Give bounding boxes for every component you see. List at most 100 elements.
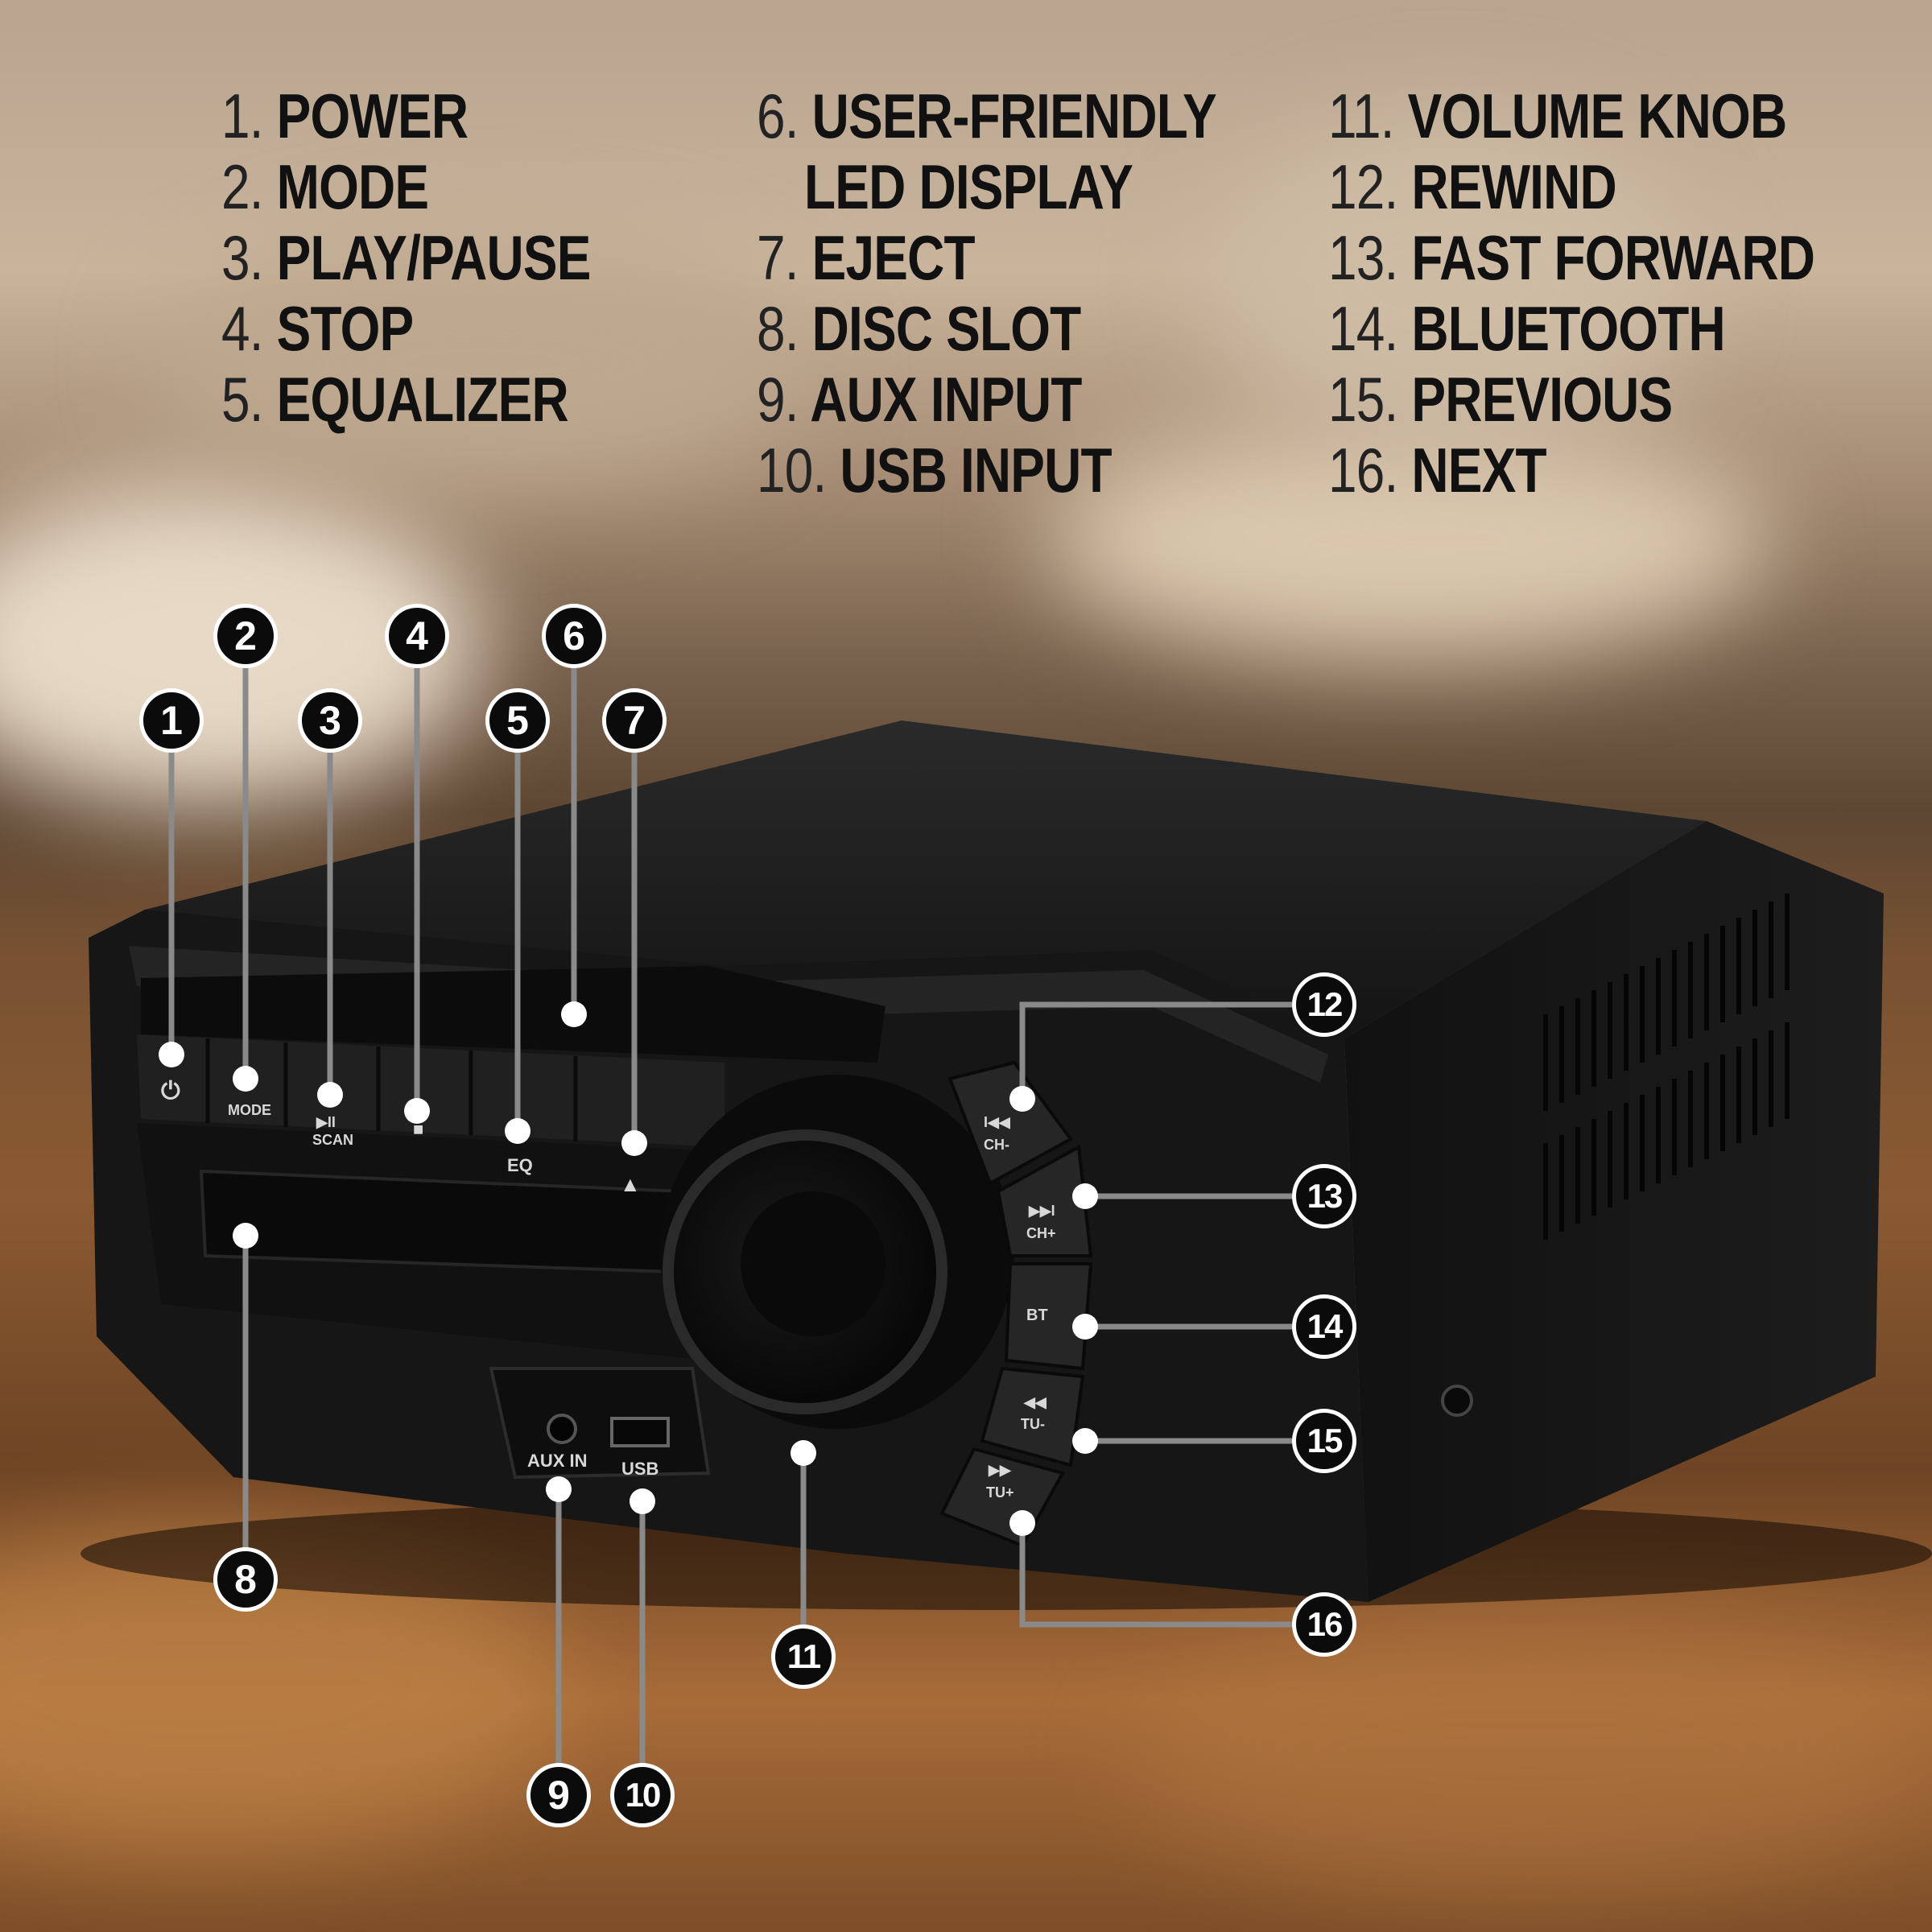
callout-dot-9 xyxy=(546,1476,572,1502)
ch-minus-symbol: I◀◀ xyxy=(984,1114,1011,1130)
callout-dot-16 xyxy=(1009,1510,1035,1536)
legend-label: MODE xyxy=(276,151,429,222)
eq-label: EQ xyxy=(507,1155,533,1175)
legend-number: 2. xyxy=(221,151,264,222)
legend-number: 3. xyxy=(221,222,264,293)
background-blur xyxy=(1046,419,1771,660)
legend-item: LED DISPLAY xyxy=(757,151,1133,222)
mode-label: MODE xyxy=(228,1102,271,1118)
legend-item: 12. REWIND xyxy=(1328,151,1617,222)
legend-number: 4. xyxy=(221,293,264,364)
legend-item: 9. AUX INPUT xyxy=(757,364,1082,435)
callout-16: 16 xyxy=(1292,1592,1356,1657)
legend-number: 5. xyxy=(221,364,264,435)
legend-label: STOP xyxy=(276,293,415,364)
callout-2: 2 xyxy=(213,604,278,668)
ch-plus-label: CH+ xyxy=(1026,1225,1056,1241)
tu-plus-symbol: ▶▶ xyxy=(988,1462,1012,1478)
legend-number: 16. xyxy=(1328,435,1398,506)
legend-number: 7. xyxy=(757,222,799,293)
callout-11: 11 xyxy=(771,1624,836,1689)
legend-number: 15. xyxy=(1328,364,1398,435)
legend-item: 16. NEXT xyxy=(1328,435,1547,506)
vents xyxy=(1543,894,1790,1240)
callout-dot-11 xyxy=(791,1440,816,1466)
table-highlight xyxy=(1127,1610,1932,1892)
aux-in-label: AUX IN xyxy=(527,1451,588,1471)
callout-1: 1 xyxy=(139,688,204,753)
legend-number: 13. xyxy=(1328,222,1398,293)
ch-plus-button xyxy=(996,1144,1093,1257)
callout-dot-3 xyxy=(317,1082,343,1108)
legend-item: 14. BLUETOOTH xyxy=(1328,293,1726,364)
legend-number: 6. xyxy=(757,80,799,151)
legend-label: REWIND xyxy=(1411,151,1616,222)
legend-item: 7. EJECT xyxy=(757,222,976,293)
legend-item: 4. STOP xyxy=(221,293,415,364)
ch-plus-symbol: ▶▶I xyxy=(1028,1203,1055,1219)
callout-14: 14 xyxy=(1292,1294,1356,1359)
callout-12: 12 xyxy=(1292,972,1356,1037)
background-blur xyxy=(161,242,805,483)
tu-minus-symbol: ◀◀ xyxy=(1023,1394,1047,1410)
legend-item: 1. POWER xyxy=(221,80,469,151)
background-blur xyxy=(1208,121,1690,443)
legend-item: 6. USER-FRIENDLY xyxy=(757,80,1217,151)
legend-label: PREVIOUS xyxy=(1411,364,1673,435)
legend-number: 8. xyxy=(757,293,799,364)
legend-label: USER-FRIENDLY xyxy=(811,80,1217,151)
callout-dot-15 xyxy=(1072,1428,1098,1454)
legend-label: FAST FORWARD xyxy=(1411,222,1815,293)
aux-usb-panel xyxy=(489,1367,711,1480)
usb-label: USB xyxy=(621,1459,658,1479)
legend-number: 1. xyxy=(221,80,264,151)
callout-dot-7 xyxy=(621,1130,647,1156)
callout-10: 10 xyxy=(610,1763,675,1827)
callout-4: 4 xyxy=(385,604,449,668)
leader-lines xyxy=(168,664,1292,1763)
stop-symbol: ■ xyxy=(413,1119,423,1139)
legend-number: 9. xyxy=(757,364,799,435)
legend-item: 11. VOLUME KNOB xyxy=(1328,80,1788,151)
tu-minus-label: TU- xyxy=(1021,1416,1045,1432)
legend-number: 12. xyxy=(1328,151,1398,222)
callout-15: 15 xyxy=(1292,1409,1356,1473)
legend-item: 5. EQUALIZER xyxy=(221,364,569,435)
legend-number: 11. xyxy=(1328,80,1395,151)
legend-item: 15. PREVIOUS xyxy=(1328,364,1673,435)
callout-dot-10 xyxy=(630,1488,655,1514)
callout-3: 3 xyxy=(298,688,362,753)
ch-minus-label: CH- xyxy=(984,1137,1009,1153)
legend-label: DISC SLOT xyxy=(811,293,1082,364)
legend-label: PLAY/PAUSE xyxy=(276,222,592,293)
bt-button xyxy=(1004,1262,1093,1371)
legend-label: EQUALIZER xyxy=(276,364,569,435)
callout-5: 5 xyxy=(485,688,550,753)
legend-label: BLUETOOTH xyxy=(1411,293,1725,364)
ch-minus-button xyxy=(947,1060,1073,1186)
tu-minus-button xyxy=(980,1366,1085,1468)
callout-dot-1 xyxy=(159,1042,184,1067)
legend-number: 10. xyxy=(757,435,827,506)
legend-label: POWER xyxy=(276,80,469,151)
callout-13: 13 xyxy=(1292,1164,1356,1228)
legend-label: EJECT xyxy=(811,222,976,293)
tu-plus-label: TU+ xyxy=(986,1484,1014,1501)
legend-label: NEXT xyxy=(1411,435,1546,506)
side-screw xyxy=(1441,1385,1473,1417)
callout-dot-8 xyxy=(233,1223,258,1249)
legend-label: USB INPUT xyxy=(840,435,1112,506)
eject-symbol: ▲ xyxy=(620,1172,641,1196)
usb-port xyxy=(610,1417,670,1447)
led-display-panel xyxy=(141,966,886,1063)
callout-6: 6 xyxy=(542,604,606,668)
callout-dot-5 xyxy=(505,1118,530,1144)
bt-label: BT xyxy=(1026,1307,1048,1324)
legend-label: AUX INPUT xyxy=(810,364,1082,435)
callout-dot-2 xyxy=(233,1066,258,1092)
callout-9: 9 xyxy=(526,1763,591,1827)
legend-label: VOLUME KNOB xyxy=(1407,80,1788,151)
power-symbol: ⏻ xyxy=(161,1078,180,1104)
callout-dot-4 xyxy=(404,1098,430,1124)
